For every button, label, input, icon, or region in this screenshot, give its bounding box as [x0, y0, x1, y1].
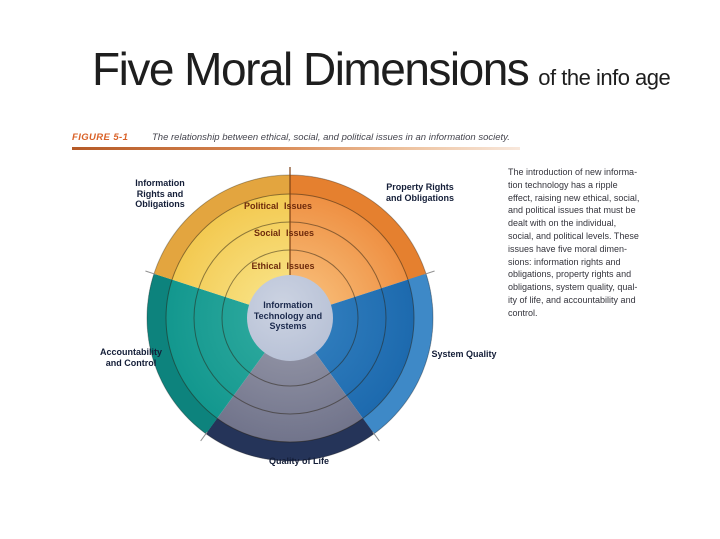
sector-boundary-tick — [372, 431, 380, 442]
center-circle — [247, 275, 333, 361]
page-title: Five Moral Dimensions of the info age — [92, 42, 671, 96]
figure-rule-divider — [72, 147, 520, 150]
figure-description: The introduction of new informa- tion te… — [508, 167, 640, 318]
sector-label-quality-of-life: Quality of Life — [268, 456, 329, 466]
sector-information-rights — [153, 175, 290, 318]
sector-rim-system-quality — [362, 273, 433, 434]
figure-caption: The relationship between ethical, social… — [152, 132, 510, 143]
ring-label-ethical-issues: Ethical Issues — [251, 261, 315, 271]
sector-label-property-rights: Property Rights and Obligations — [385, 182, 454, 203]
sector-quality-of-life — [205, 318, 375, 461]
sector-boundary-tick — [423, 270, 435, 275]
sector-label-accountability-control: Accountability and Control — [99, 347, 162, 368]
figure-number-label: FIGURE 5-1 — [72, 132, 129, 143]
sector-label-system-quality: System Quality — [431, 349, 497, 359]
sector-boundary-tick — [145, 270, 157, 275]
five-dimensions-diagram — [145, 167, 435, 462]
sector-rim-property-rights — [290, 175, 427, 280]
ring-label-social-issues: Social Issues — [253, 228, 315, 238]
sector-property-rights — [290, 175, 427, 318]
title-suffix: of the info age — [538, 65, 671, 90]
center-label-it-systems: Information Technology and Systems — [253, 300, 323, 331]
sector-rim-information-rights — [153, 175, 290, 280]
sector-label-information-rights: Information Rights and Obligations — [135, 178, 185, 209]
ring-label-political-issues: Political Issues — [243, 201, 313, 211]
sector-rim-quality-of-life — [205, 418, 375, 461]
title-main: Five Moral Dimensions — [92, 43, 530, 95]
sector-rim-accountability-control — [147, 273, 218, 434]
sector-boundary-tick — [200, 431, 208, 442]
